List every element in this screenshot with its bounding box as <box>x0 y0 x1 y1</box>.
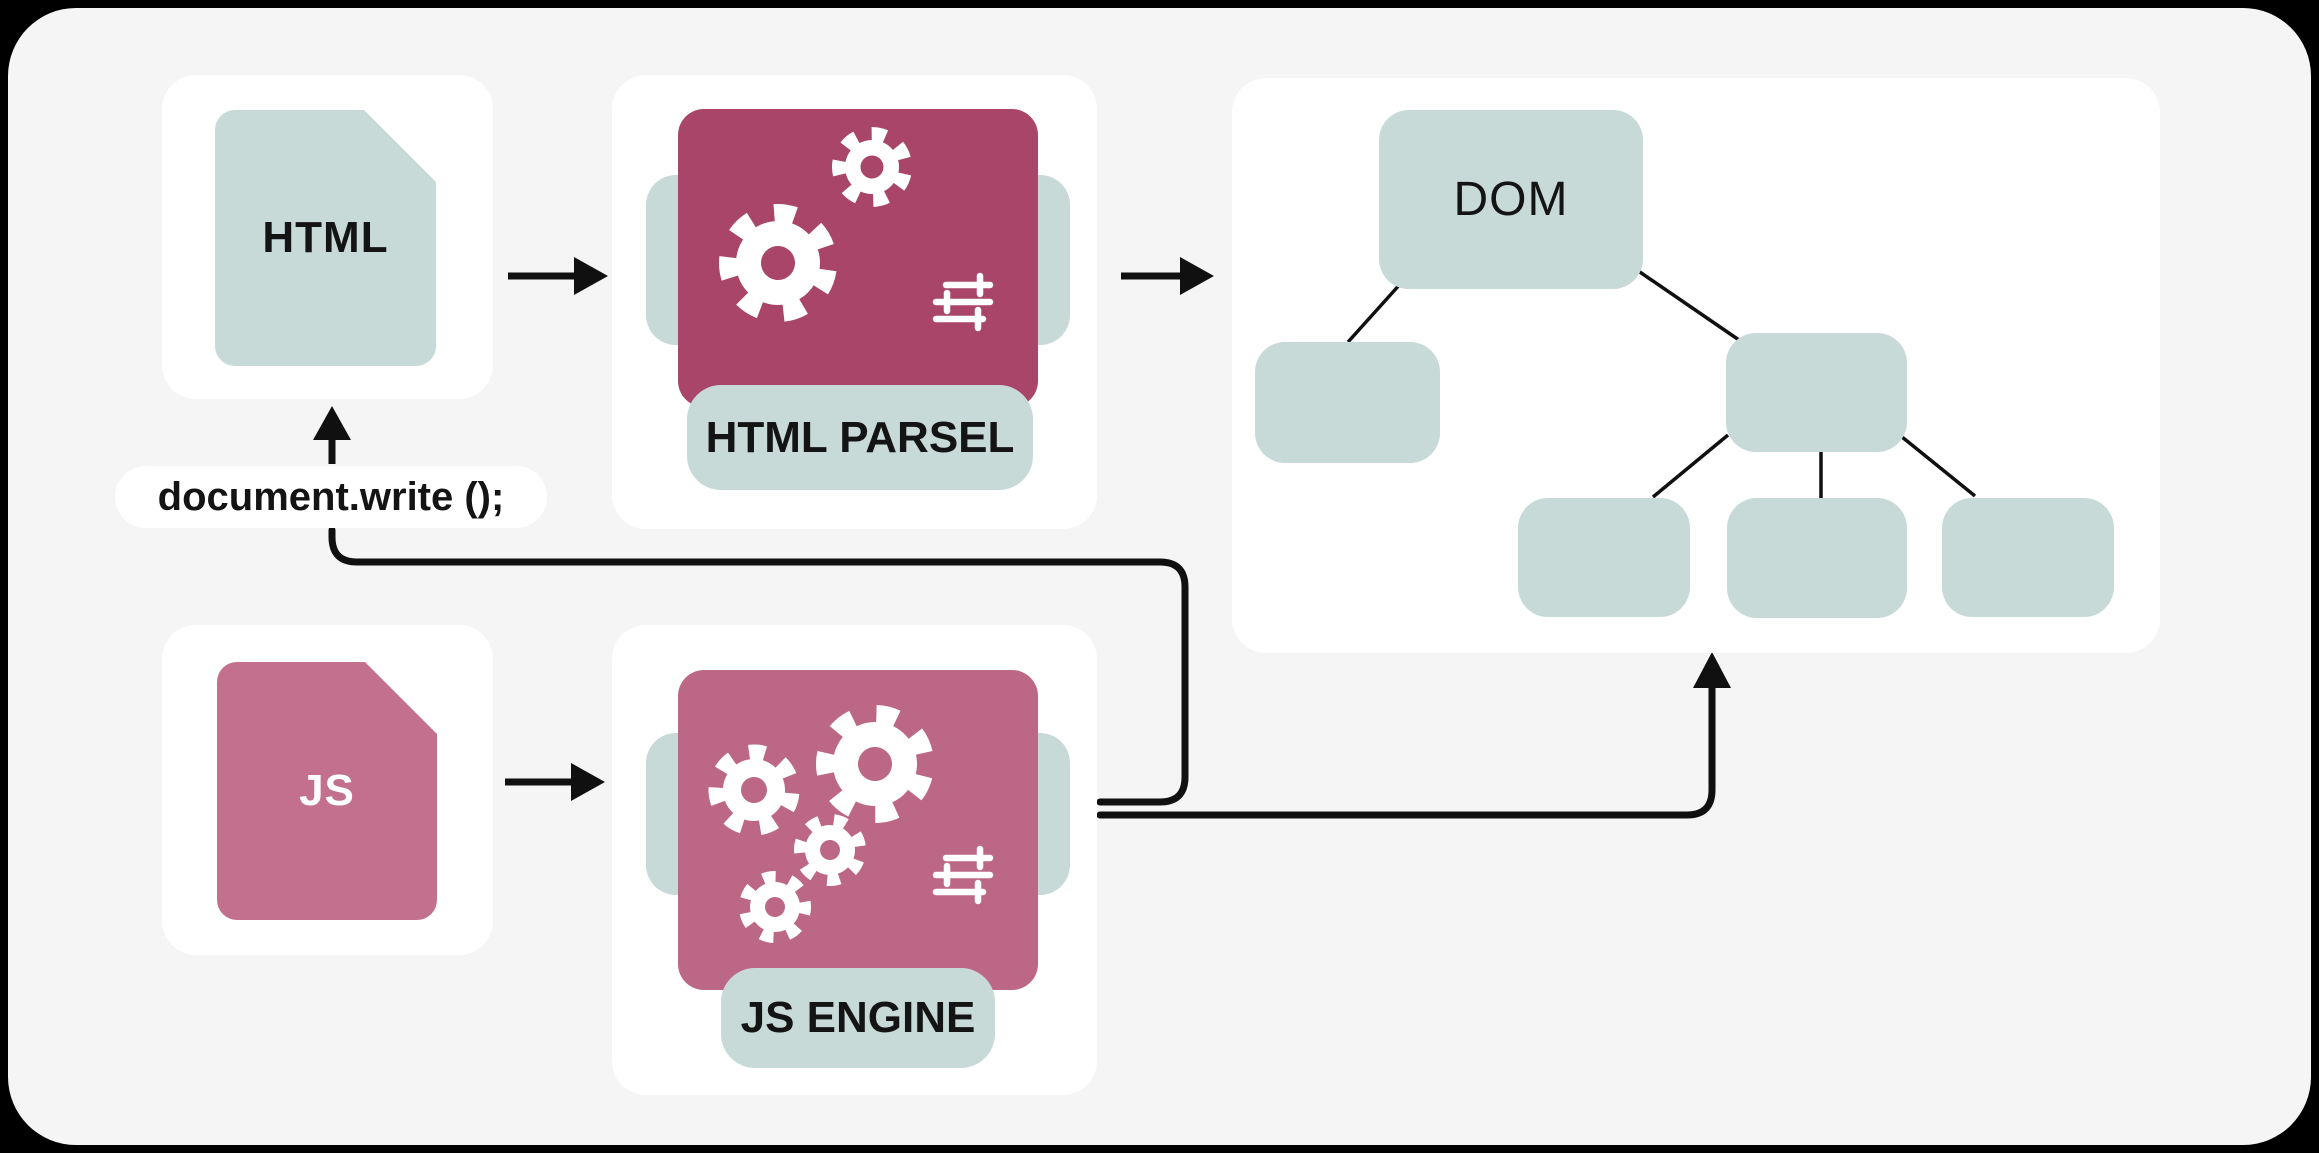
page-fold-corner-icon <box>365 662 437 734</box>
page-fold-corner-icon <box>364 110 436 182</box>
dom-child-node <box>1726 333 1907 452</box>
js-engine-card: JS ENGINE <box>612 625 1097 1095</box>
tune-sliders-icon <box>932 272 994 332</box>
dom-tree-card: DOM <box>1232 78 2160 653</box>
dom-child-node <box>1255 342 1440 463</box>
html-parser-machine <box>678 109 1038 407</box>
document-write-annotation: document.write (); <box>115 466 547 528</box>
dom-tree-edges <box>1346 266 1977 499</box>
dom-root-node: DOM <box>1379 110 1643 289</box>
js-engine-label-text: JS ENGINE <box>740 993 976 1042</box>
parser-machine-icons <box>719 127 994 332</box>
gear-icon <box>816 705 934 823</box>
gear-icon <box>832 127 912 207</box>
gear-icon <box>719 204 837 322</box>
dom-leaf-node <box>1727 498 1907 618</box>
html-file-card: HTML <box>162 75 493 399</box>
tune-sliders-icon <box>932 845 994 905</box>
html-parser-card: HTML PARSEL <box>612 75 1097 529</box>
dom-root-label: DOM <box>1453 173 1569 226</box>
js-file-label: JS <box>299 766 355 815</box>
engine-machine-icons <box>708 705 994 943</box>
js-engine-machine <box>678 670 1038 990</box>
dom-leaf-node <box>1518 498 1690 617</box>
js-file-card: JS <box>162 625 493 955</box>
js-engine-label: JS ENGINE <box>721 968 995 1068</box>
dom-leaf-node <box>1942 498 2114 617</box>
gear-icon <box>794 814 866 886</box>
document-write-text: document.write (); <box>157 474 505 519</box>
html-parser-label: HTML PARSEL <box>687 385 1033 490</box>
html-document-icon: HTML <box>215 110 436 366</box>
gear-icon <box>708 744 800 836</box>
html-parser-label-text: HTML PARSEL <box>705 412 1015 462</box>
js-document-icon: JS <box>217 662 437 920</box>
html-file-label: HTML <box>262 213 389 262</box>
gear-icon <box>739 871 811 943</box>
